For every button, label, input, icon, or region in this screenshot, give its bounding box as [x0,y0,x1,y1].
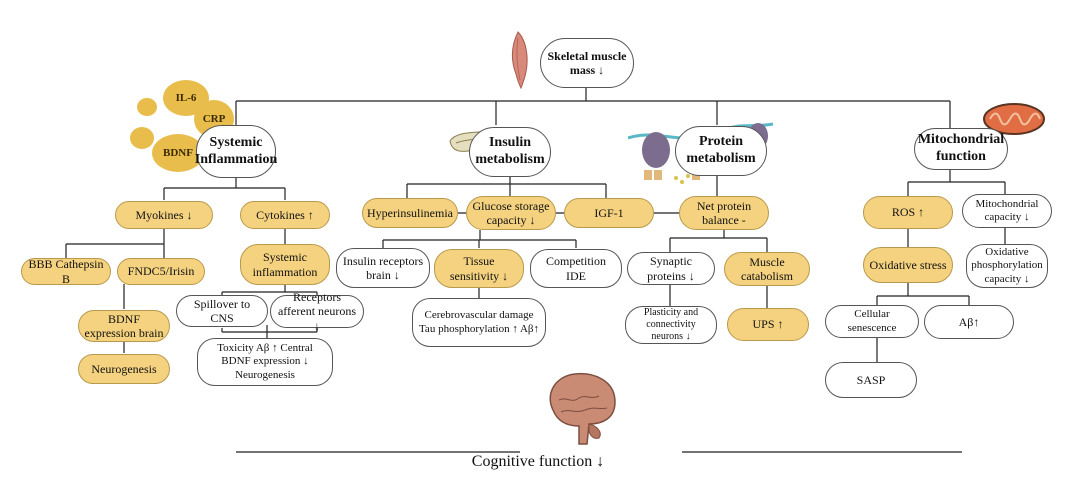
tissue-sensitivity-node: Tissue sensitivity ↓ [434,249,524,288]
net-protein-node: Net protein balance - [679,196,769,230]
oxidative-stress-node: Oxidative stress [863,247,953,283]
hyperinsulinemia-node: Hyperinsulinemia [362,198,458,228]
mitochondrial-header: Mitochondrial function [914,128,1008,170]
cerebrovascular-node: Cerebrovascular damage Tau phosphorylati… [412,298,546,347]
igf1-node: IGF-1 [564,198,654,228]
insulin-header: Insulin metabolism [469,127,551,177]
bdnf-expression-node: BDNF expression brain [78,310,170,342]
insulin-receptors-node: Insulin receptors brain ↓ [336,248,430,288]
bbb-cathepsin-node: BBB Cathepsin B [21,257,111,286]
skeletal-muscle-node: Skeletal muscle mass ↓ [540,38,634,88]
ros-node: ROS ↑ [863,196,953,229]
systemic-inflammation-node: Systemic inflammation [240,244,330,285]
sasp-node: SASP [825,362,917,398]
glucose-storage-node: Glucose storage capacity ↓ [466,196,556,230]
small-bubble-2 [130,127,154,149]
ups-node: UPS ↑ [727,308,809,341]
muscle-icon [511,31,528,90]
oxphos-capacity-node: Oxidative phosphorylation capacity ↓ [966,244,1048,288]
inflammation-header: Systemic Inflammation [195,125,277,178]
small-bubble-1 [137,98,157,116]
cytokines-node: Cytokines ↑ [240,201,330,229]
il6-bubble: IL-6 [163,80,209,116]
receptors-afferent-node: Receptors afferent neurons ↓ [270,290,364,333]
neurogenesis-node: Neurogenesis [78,354,170,384]
mitochondrion-icon [983,103,1045,135]
brain-icon [549,372,616,445]
toxicity-node: Toxicity Aβ ↑ Central BDNF expression ↓ … [197,338,333,386]
myokines-node: Myokines ↓ [115,201,213,229]
abeta-node: Aβ↑ [924,305,1014,339]
synaptic-proteins-node: Synaptic proteins ↓ [627,252,715,285]
cognitive-function-label: Cognitive function ↓ [471,453,605,470]
protein-header: Protein metabolism [675,126,767,176]
cellular-senescence-node: Cellular senescence [825,305,919,338]
spillover-node: Spillover to CNS [176,295,268,327]
fndc5-node: FNDC5/Irisin [117,258,205,285]
muscle-catabolism-node: Muscle catabolism [724,252,810,286]
plasticity-node: Plasticity and connectivity neurons ↓ [625,306,717,344]
competition-ide-node: Competition IDE [530,249,622,288]
mito-capacity-node: Mitochondrial capacity ↓ [962,194,1052,228]
bdnf-bubble: BDNF [152,134,204,172]
